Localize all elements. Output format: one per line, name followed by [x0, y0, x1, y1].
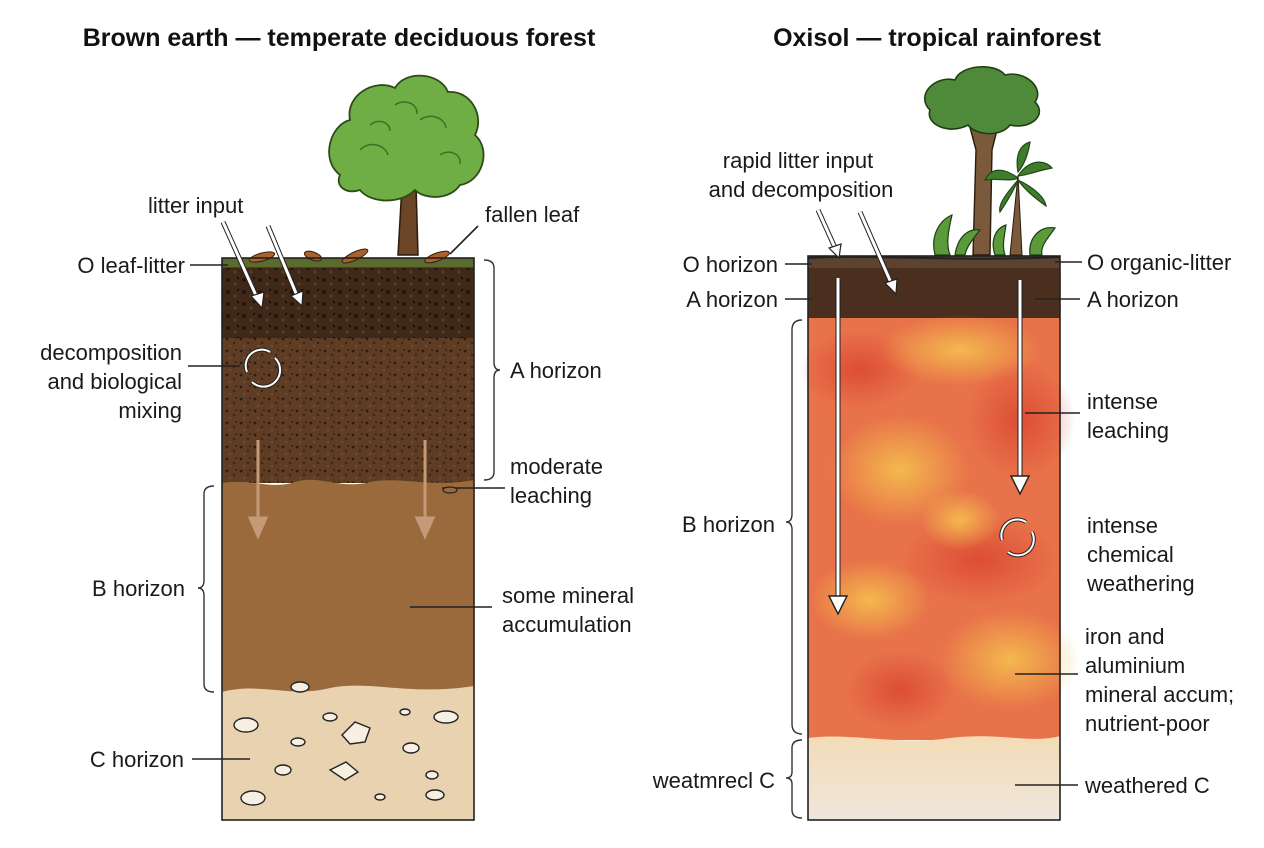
right-b-horizon-bracket — [785, 319, 803, 735]
decomposition-label-2: and biological — [47, 369, 182, 394]
weathering-cycle-icon — [999, 517, 1036, 558]
iron-aluminium-label-2: aluminium — [1085, 653, 1185, 678]
right-profile-outline — [807, 255, 1061, 821]
left-c-horizon — [222, 685, 474, 820]
deciduous-tree-icon — [328, 74, 485, 256]
some-mineral-label-2: accumulation — [502, 612, 632, 637]
intense-leaching-label: intense — [1087, 389, 1158, 414]
b-horizon-label: B horizon — [92, 576, 185, 601]
o-organic-litter-label: O organic-litter — [1087, 250, 1231, 275]
iron-aluminium-label-4: nutrient-poor — [1085, 711, 1210, 736]
right-title: Oxisol — tropical rainforest — [773, 24, 1102, 52]
right-c-horizon-bracket — [785, 739, 803, 819]
a-horizon-right-label: A horizon — [1087, 287, 1179, 312]
c-horizon-stones — [233, 681, 459, 806]
b-horizon-bracket — [197, 485, 215, 693]
intense-chemical-label-3: weathering — [1086, 571, 1195, 596]
left-b-horizon — [222, 479, 474, 700]
left-profile-outline — [221, 257, 475, 821]
right-c-horizon — [808, 736, 1060, 820]
iron-aluminium-label-3: mineral accum; — [1085, 682, 1234, 707]
o-horizon-label: O horizon — [683, 252, 778, 277]
litter-input-label: litter input — [148, 193, 243, 218]
a-horizon-label: A horizon — [510, 358, 602, 383]
weathered-c-right-label: weathered C — [1084, 773, 1210, 798]
litter-input-arrow-icon — [220, 220, 304, 310]
oxisol-mottling — [800, 315, 1080, 730]
weathered-c-left-label: weatmrecl C — [652, 768, 775, 793]
left-title: Brown earth — temperate deciduous forest — [83, 24, 596, 52]
moderate-leaching-label-2: leaching — [510, 483, 592, 508]
some-mineral-label: some mineral — [502, 583, 634, 608]
right-b-horizon-label: B horizon — [682, 512, 775, 537]
intense-leaching-arrow-icon — [827, 278, 1031, 616]
fallen-leaf-icon — [248, 248, 450, 264]
rapid-litter-arrow-icon — [815, 208, 898, 296]
decomposition-label-3: mixing — [118, 398, 182, 423]
o-leaf-litter-label: O leaf-litter — [77, 253, 185, 278]
decomposition-label: decomposition — [40, 340, 182, 365]
moderate-leaching-label: moderate — [510, 454, 603, 479]
a-horizon-bracket — [483, 259, 501, 481]
c-horizon-label: C horizon — [90, 747, 184, 772]
rapid-litter-label: rapid litter input — [723, 148, 873, 173]
rainforest-trees-icon — [924, 65, 1057, 256]
intense-chemical-label-2: chemical — [1087, 542, 1174, 567]
a-horizon-left-label: A horizon — [686, 287, 778, 312]
rapid-litter-label-2: and decomposition — [709, 177, 894, 202]
iron-aluminium-label: iron and — [1085, 624, 1165, 649]
intense-leaching-label-2: leaching — [1087, 418, 1169, 443]
leaching-arrow-icon — [247, 440, 436, 540]
fallen-leaf-label: fallen leaf — [485, 202, 580, 227]
intense-chemical-label: intense — [1087, 513, 1158, 538]
